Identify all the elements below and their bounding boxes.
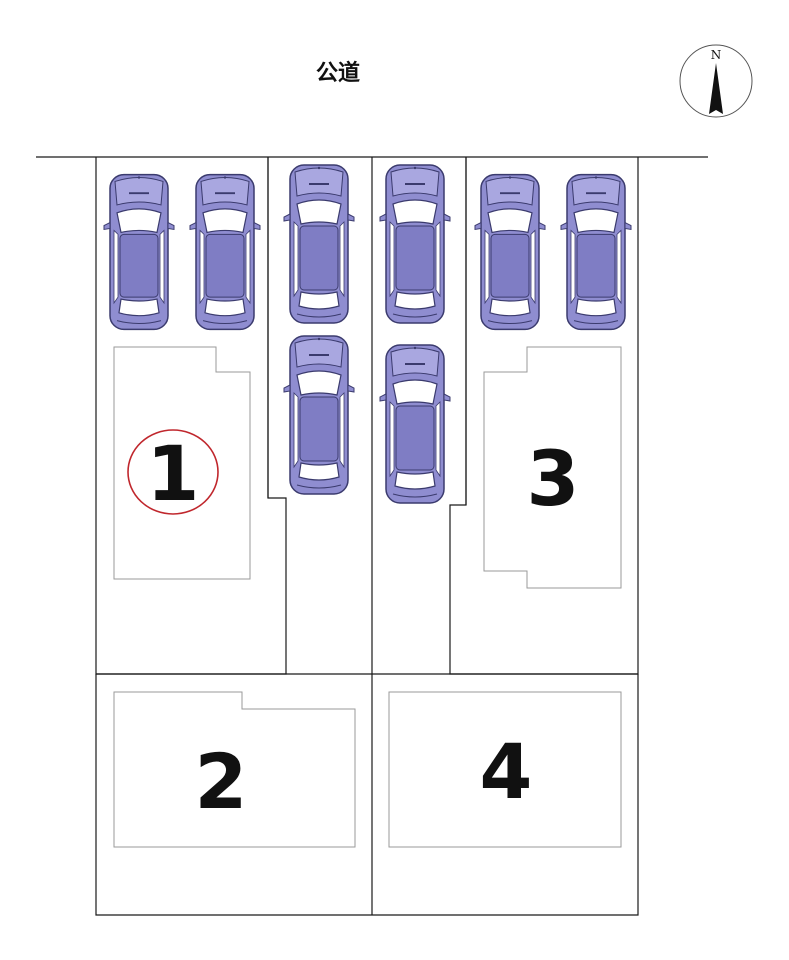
- car-icon: [474, 173, 546, 331]
- house-footprint-3: [483, 346, 622, 589]
- lot-number-1: 1: [147, 429, 200, 518]
- lot-1-highlight-circle: [127, 429, 219, 515]
- car-icon: [189, 173, 261, 331]
- road-label: 公道: [316, 60, 360, 86]
- lot-number-3: 3: [527, 434, 580, 523]
- house-footprint-2: [113, 691, 356, 848]
- lot-4-boundary: [372, 674, 639, 916]
- car-icon: [283, 335, 355, 495]
- car-icon: [103, 173, 175, 331]
- lot-number-4: 4: [480, 727, 533, 816]
- lot-2-boundary: [95, 674, 372, 916]
- lot-number-2: 2: [195, 737, 248, 826]
- shared-driveway-boundary: [267, 157, 467, 915]
- car-icon: [379, 164, 451, 324]
- house-footprint-1: [113, 346, 251, 580]
- house-footprints: [113, 346, 622, 848]
- lot-boundaries: [95, 157, 639, 916]
- car-icon: [379, 344, 451, 504]
- house-footprint-4: [388, 691, 622, 848]
- north-compass-icon: N: [679, 44, 753, 118]
- car-icon: [560, 173, 632, 331]
- compass-north-label: N: [711, 48, 722, 62]
- car-icon: [283, 164, 355, 324]
